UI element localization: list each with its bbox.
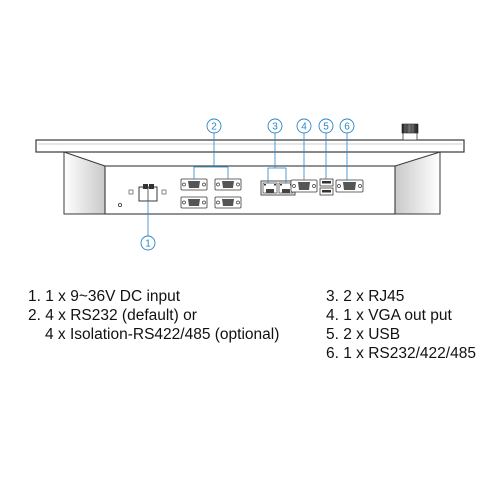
db9-port-icon	[180, 196, 208, 209]
svg-text:3: 3	[272, 122, 278, 133]
svg-text:6: 6	[344, 122, 350, 133]
legend-item-5: 5. 2 x USB	[326, 326, 401, 343]
legend-item-2-alt: 4 x Isolation-RS422/485 (optional)	[45, 326, 280, 343]
legend-item-6: 6. 1 x RS232/422/485	[326, 345, 476, 362]
usb-port-icon	[319, 178, 334, 187]
dc-input-connector	[128, 184, 167, 202]
callout-3: 3	[267, 118, 283, 134]
svg-text:4: 4	[301, 122, 307, 133]
rj45-port-group	[260, 180, 296, 196]
front-bezel	[35, 139, 465, 153]
callout-6: 6	[339, 118, 355, 134]
rear-housing	[63, 151, 441, 215]
serial-port-group	[180, 178, 242, 209]
svg-text:5: 5	[323, 122, 329, 133]
legend-right-column: 3. 2 x RJ45 4. 1 x VGA out put 5. 2 x US…	[326, 287, 476, 363]
db9-port-icon	[214, 196, 242, 209]
leader-lines	[147, 133, 348, 236]
svg-text:1: 1	[145, 239, 151, 250]
legend-item-1: 1. 1 x 9~36V DC input	[28, 288, 181, 305]
usb-port-group	[319, 178, 334, 196]
legend-left-column: 1. 1 x 9~36V DC input 2. 4 x RS232 (defa…	[28, 287, 279, 344]
legend-item-3: 3. 2 x RJ45	[326, 288, 405, 305]
usb-port-icon	[319, 187, 334, 196]
legend-item-4: 4. 1 x VGA out put	[326, 307, 452, 324]
callout-4: 4	[296, 118, 312, 134]
callout-1: 1	[140, 235, 156, 251]
rotary-knob	[401, 123, 419, 141]
db9-port-icon	[180, 178, 208, 191]
rj45-port-icon	[262, 182, 278, 194]
db9-port-icon	[335, 179, 364, 193]
legend-item-2: 2. 4 x RS232 (default) or	[28, 307, 197, 324]
vga-port-icon	[290, 179, 318, 193]
ground-screw-icon	[118, 202, 123, 207]
callout-5: 5	[318, 118, 334, 134]
callout-2: 2	[206, 118, 222, 134]
svg-text:2: 2	[211, 122, 217, 133]
db9-port-icon	[214, 178, 242, 191]
